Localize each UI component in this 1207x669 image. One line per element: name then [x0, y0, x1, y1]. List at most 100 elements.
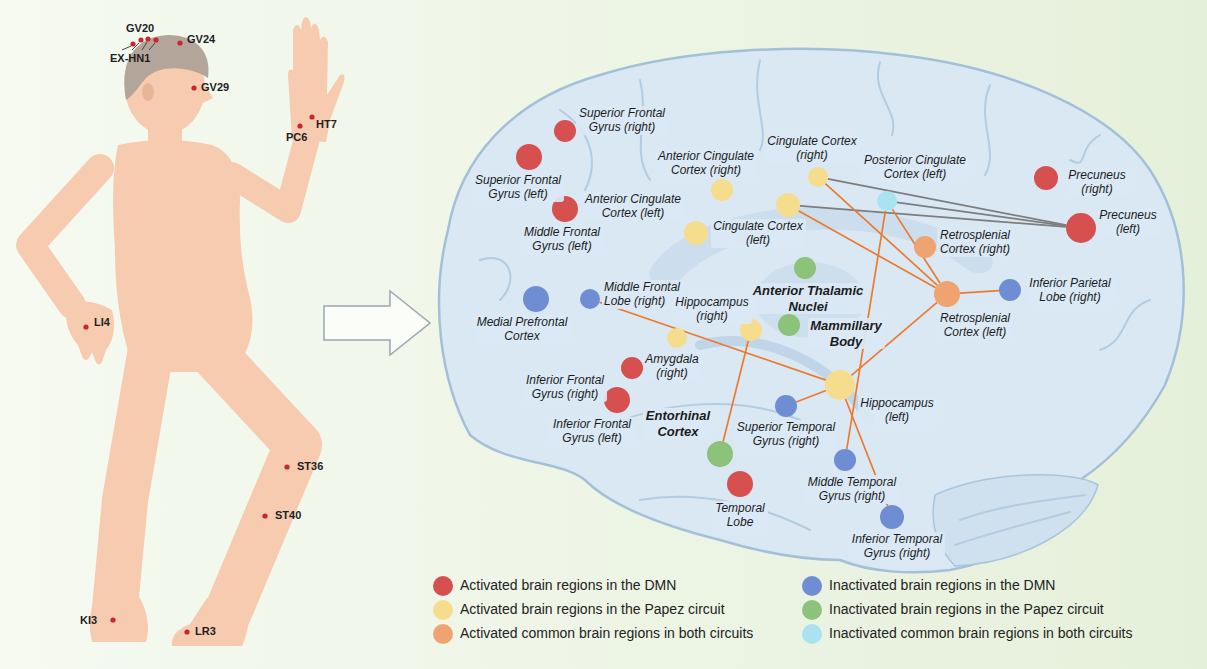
sulcus: [985, 85, 990, 175]
connection-line: [897, 202, 1066, 226]
brain-region-circle: Middle Temporal Gyrus (right): [834, 449, 856, 471]
brain-region-circle: Anterior Cingulate Cortex (right): [711, 179, 733, 201]
acupoint-dot: [138, 37, 143, 42]
sulcus: [1070, 135, 1100, 163]
acupoint-label: GV24: [187, 33, 215, 45]
acupoint-dot: [83, 324, 88, 329]
acupoint-label: HT7: [316, 118, 337, 130]
brain-region-circle: Entorhinal Cortex: [707, 441, 733, 467]
flow-arrow: [324, 291, 430, 355]
brain-region-circle: Anterior Thalamic Nuclei: [794, 257, 816, 279]
brain-region-circle: Inferior Parietal Lobe (right): [999, 279, 1021, 301]
legend-swatch: [802, 624, 822, 644]
acupoint-dot: [262, 513, 267, 518]
acupoint-dot: [130, 41, 135, 46]
connection-line: [796, 390, 826, 402]
brain-region-circle: Superior Frontal Gyrus (left): [516, 144, 542, 170]
brain-outline: [439, 49, 1184, 572]
brain-region-circle: Superior Frontal Gyrus (right): [554, 120, 576, 142]
acupoint-dot: [284, 464, 289, 469]
region-label: Cingulate Cortex (left): [711, 219, 806, 248]
cerebellar-fold: [960, 495, 1085, 520]
brain-region-circle: Inferior Frontal Gyrus (left): [604, 387, 630, 413]
back-leg: [115, 355, 150, 608]
raised-hand: [288, 17, 345, 142]
region-label: Entorhinal Cortex: [643, 408, 713, 439]
region-label: Superior Frontal Gyrus (right): [576, 106, 668, 135]
brain-region-circle: Superior Temporal Gyrus (right): [775, 395, 797, 417]
brain-region-circle: Cingulate Cortex (left): [776, 193, 800, 217]
brain-region-circle: Amygdala (right): [667, 328, 687, 348]
acupoint-dot: [297, 123, 302, 128]
brain-region-circle: Anterior Cingulate Cortex (left): [684, 221, 708, 245]
cerebellum: [933, 475, 1098, 566]
legend-swatch: [802, 576, 822, 596]
raised-arm: [232, 142, 306, 210]
connection-line: [960, 291, 999, 293]
region-label: Inferior Frontal Gyrus (left): [550, 417, 634, 446]
sulcus: [757, 60, 763, 150]
region-label: Hippocampus (left): [858, 396, 937, 425]
acupoint-label: GV20: [126, 22, 154, 34]
region-label: Posterior Cingulate Cortex (left): [861, 153, 969, 182]
legend-swatch: [433, 576, 453, 596]
brain-region-circle: Mammillary Body: [778, 314, 800, 336]
acupoint-label: KI3: [80, 614, 97, 626]
region-label: Middle Frontal Gyrus (left): [521, 225, 603, 254]
legend-swatch: [433, 624, 453, 644]
region-label: Hippocampus (right): [673, 295, 752, 324]
region-label: Retrosplenial Cortex (left): [937, 311, 1013, 340]
connection-line: [892, 209, 940, 283]
region-label: Medial Prefrontal Cortex: [474, 315, 570, 344]
brain-region-circle: Posterior Cingulate Cortex (left): [877, 191, 897, 211]
region-label: Mammillary Body: [808, 318, 885, 349]
legend-text: Activated common brain regions in both c…: [460, 625, 753, 642]
acupoint-label: ST40: [275, 509, 301, 521]
leader-line: [149, 43, 155, 50]
acupoint-dot: [153, 37, 158, 42]
brain-region-circle: Cingulate Cortex (right): [808, 167, 828, 187]
brain-region-circle: Inferior Temporal Gyrus (right): [880, 505, 904, 529]
region-label: Temporal Lobe: [713, 501, 768, 530]
legend-text: Inactivated common brain regions in both…: [829, 625, 1132, 642]
region-label: Inferior Frontal Gyrus (right): [523, 373, 607, 402]
cerebellar-fold: [955, 512, 1070, 545]
front-leg: [205, 345, 298, 612]
ear: [142, 83, 154, 101]
acupoint-dot: [145, 36, 150, 41]
acupoint-label: GV29: [201, 81, 229, 93]
brain-region-circle: Medial Prefrontal Cortex: [523, 286, 549, 312]
sulcus: [640, 497, 810, 530]
region-label: Amygdala (right): [643, 352, 702, 381]
front-foot: [172, 598, 249, 646]
hippocampal-curve: [700, 341, 870, 420]
region-label: Retrosplenial Cortex (right): [937, 228, 1013, 257]
region-label: Middle Frontal Lobe (right): [602, 280, 684, 309]
leader-lines: [122, 42, 155, 50]
acupoint-label: PC6: [286, 131, 307, 143]
sulcus: [878, 62, 893, 135]
brain-region-circle: Retrosplenial Cortex (right): [914, 236, 936, 258]
back-foot: [90, 598, 148, 642]
brain-region-circle: Retrosplenial Cortex (left): [934, 281, 960, 307]
brain-region-circle: Hippocampus (right): [740, 319, 762, 341]
legend-text: Activated brain regions in the DMN: [460, 577, 676, 594]
region-label: Precuneus (left): [1097, 208, 1160, 237]
acupoint-dot: [177, 40, 182, 45]
brain-region-circle: Middle Frontal Lobe (right): [580, 289, 600, 309]
region-label: Anterior Cingulate Cortex (left): [582, 192, 684, 221]
connection-line: [798, 211, 935, 288]
acupoint-label: LI4: [94, 316, 110, 328]
brain-region-circle: Temporal Lobe: [727, 471, 753, 497]
brain-region-circle: Precuneus (left): [1066, 213, 1096, 243]
acupoint-dot: [184, 629, 189, 634]
brain-region-circle: Precuneus (right): [1034, 166, 1058, 190]
legend-swatch: [802, 600, 822, 620]
region-label: Precuneus (right): [1066, 168, 1129, 197]
